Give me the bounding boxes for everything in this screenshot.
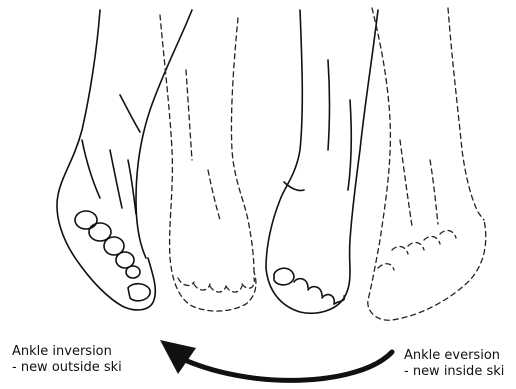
arrowhead-icon [160,340,196,374]
inversion-caption-subtitle: - new outside ski [12,360,122,376]
inversion-caption-title: Ankle inversion [12,344,122,360]
inversion-caption: Ankle inversion - new outside ski [12,344,122,376]
neutral-foot-outline-left [160,15,256,311]
rotation-arrow [160,340,392,380]
eversion-caption-title: Ankle eversion [404,348,504,364]
everted-foot-outline [266,10,378,313]
neutral-foot-outline-right [368,8,486,320]
eversion-caption-subtitle: - new inside ski [404,364,504,380]
eversion-caption: Ankle eversion - new inside ski [404,348,504,380]
